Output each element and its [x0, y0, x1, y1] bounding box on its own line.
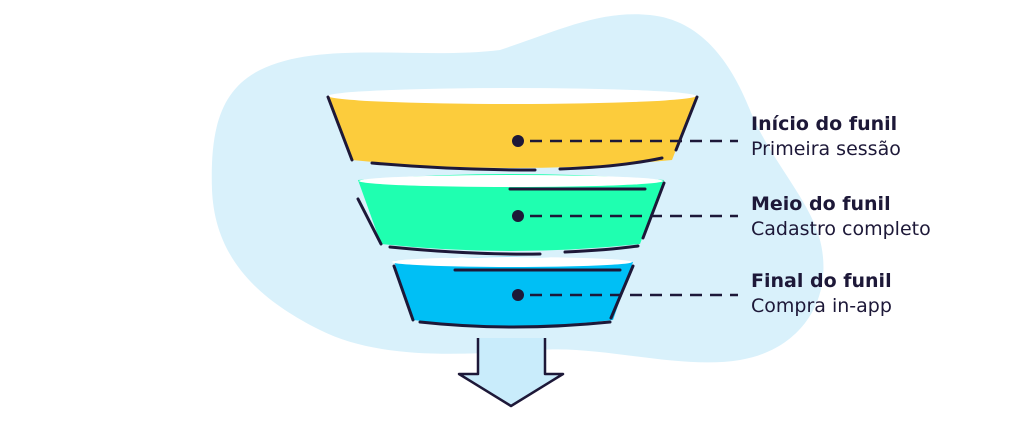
stage-subtitle: Cadastro completo: [751, 218, 931, 240]
connector-middle: [512, 210, 738, 222]
funnel-stage-top-rim: [328, 88, 696, 104]
connector-bottom: [512, 289, 738, 301]
down-arrow-icon: [457, 338, 565, 408]
stage-title: Meio do funil: [751, 193, 891, 215]
connector-top: [512, 135, 738, 147]
connector-dot: [512, 210, 524, 222]
stage-label-middle: Meio do funil Cadastro completo: [751, 192, 931, 242]
stage-title: Início do funil: [751, 113, 898, 135]
stage-title: Final do funil: [751, 270, 892, 292]
funnel-stage-middle: [358, 174, 664, 251]
stage-label-top: Início do funil Primeira sessão: [751, 112, 901, 162]
funnel-stage-bottom-rim: [392, 257, 632, 267]
funnel-stage-top: [328, 96, 697, 168]
stage-subtitle: Primeira sessão: [751, 138, 901, 160]
funnel-stage-top-outline: [326, 95, 699, 172]
funnel-stage-middle-outline: [356, 181, 666, 256]
stage-label-bottom: Final do funil Compra in-app: [751, 269, 892, 319]
funnel-stage-middle-rim: [359, 175, 663, 187]
stage-subtitle: Compra in-app: [751, 295, 892, 317]
funnel-stage-bottom-outline: [392, 264, 635, 329]
connector-dot: [512, 135, 524, 147]
connector-dot: [512, 289, 524, 301]
